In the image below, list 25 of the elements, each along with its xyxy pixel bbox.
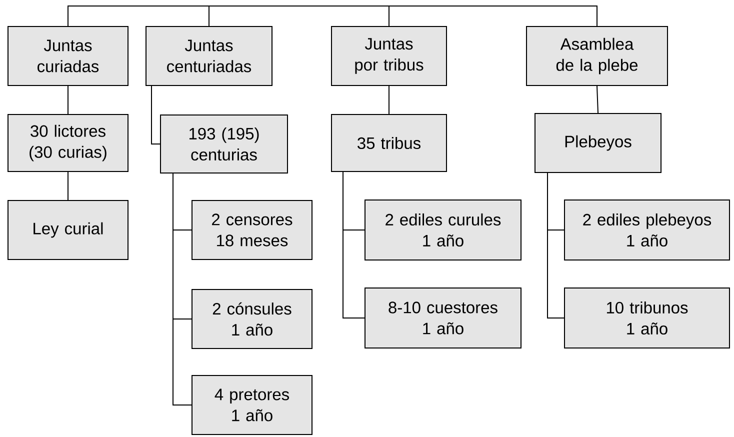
org-box: 2 cónsules 1 año	[192, 289, 312, 349]
connector-line	[388, 86, 390, 114]
org-box: Asamblea de la plebe	[526, 26, 668, 86]
org-box: Ley curial	[8, 200, 128, 260]
org-box: Juntas centuriadas	[146, 26, 272, 86]
org-box: 2 censores 18 meses	[192, 200, 312, 260]
connector-line	[342, 172, 365, 318]
connector-line	[596, 86, 598, 114]
connector-line	[68, 6, 210, 26]
connector-line	[388, 6, 598, 26]
connector-line	[172, 173, 192, 406]
org-box: 193 (195) centurias	[160, 114, 288, 174]
org-box: Juntas curiadas	[8, 26, 128, 86]
org-box: 10 tribunos 1 año	[564, 288, 730, 348]
connector-line	[208, 6, 390, 26]
connector-line	[151, 86, 160, 144]
org-box: 2 ediles plebeyos 1 año	[564, 200, 730, 260]
org-box: Plebeyos	[534, 113, 662, 173]
org-box: Juntas por tribus	[331, 26, 447, 86]
org-box: 2 ediles curules 1 año	[364, 200, 522, 260]
org-box: 35 tribus	[331, 114, 447, 172]
connector-line	[547, 172, 564, 318]
org-box: 4 pretores 1 año	[192, 375, 312, 435]
org-box: 8-10 cuestores 1 año	[364, 288, 522, 348]
org-box: 30 lictores (30 curias)	[8, 114, 128, 172]
